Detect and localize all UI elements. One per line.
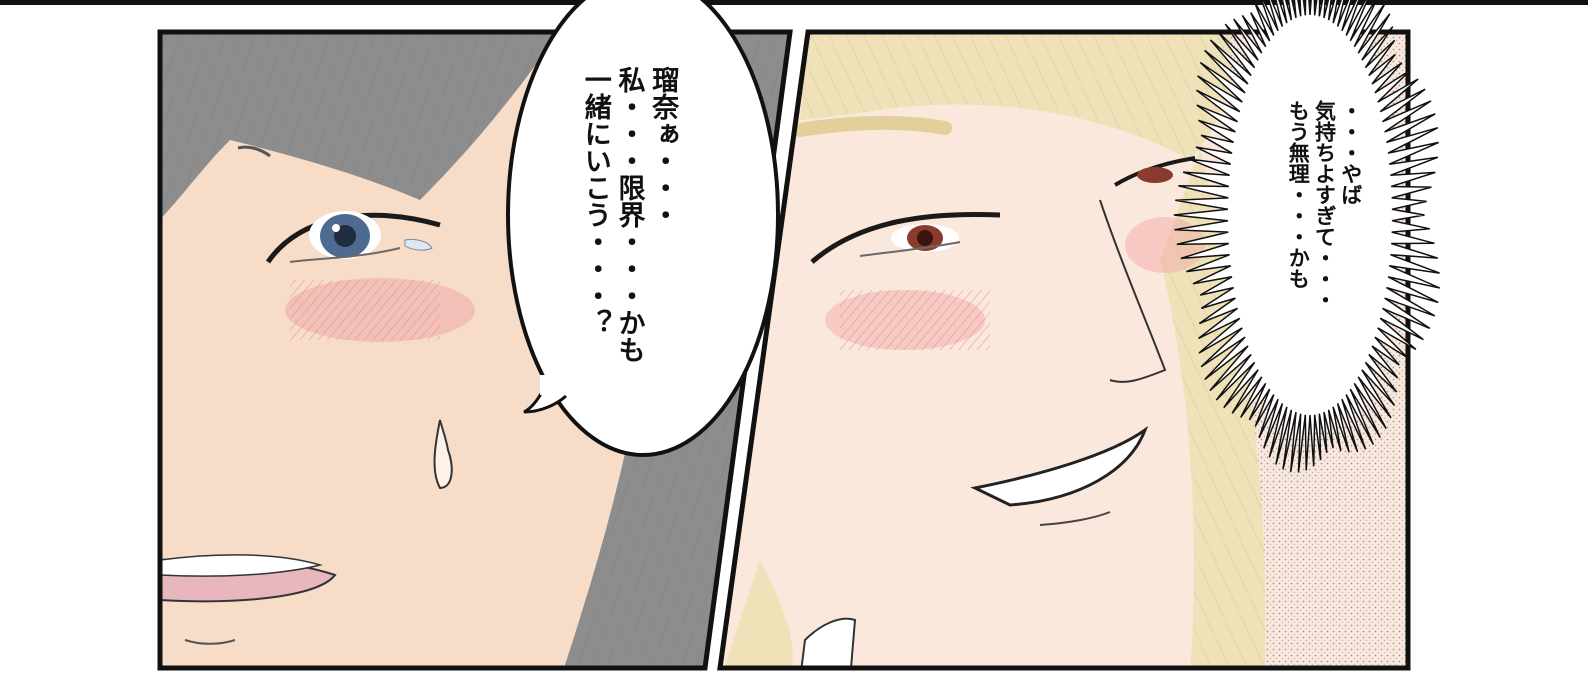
speech-line-3: 一緒にいこう・・・？ <box>579 66 611 336</box>
left-speech-text: 瑠奈ぁ・・・ 私・・・限界・・・かも 一緒にいこう・・・？ <box>578 66 679 396</box>
top-border <box>0 0 1588 5</box>
right-burst-bubble <box>1173 0 1441 473</box>
right-panel-frame <box>717 29 1411 671</box>
thought-line-3: もう無理・・・かも <box>1286 100 1311 289</box>
thought-line-2: 気持ちよすぎて・・・ <box>1312 100 1337 310</box>
left-speech-bubble <box>506 0 780 457</box>
thought-line-1: ・・・やば <box>1338 100 1363 205</box>
speech-line-2: 私・・・限界・・・かも <box>613 66 645 363</box>
speech-line-1: 瑠奈ぁ・・・ <box>647 66 679 228</box>
burst-core <box>1232 21 1388 409</box>
right-thought-text: ・・・やば 気持ちよすぎて・・・ もう無理・・・かも <box>1285 100 1364 350</box>
